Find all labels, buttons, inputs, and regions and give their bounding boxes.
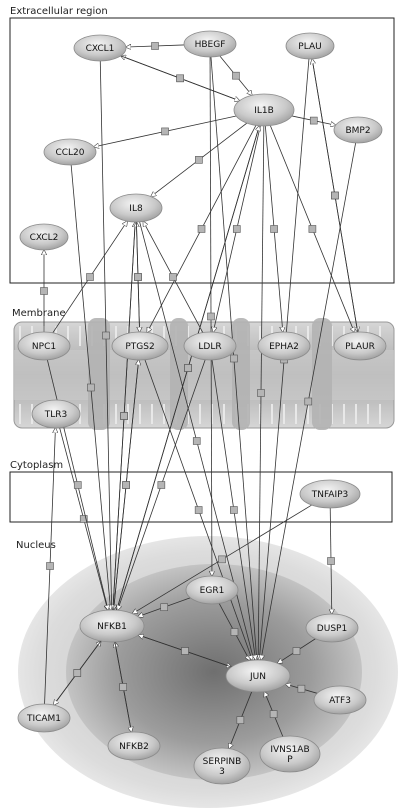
node-label: IL8 [129,204,143,214]
node-label: DUSP1 [317,624,347,634]
edge-midpoint-marker [158,481,165,488]
node-label: EGR1 [200,586,225,596]
edge-midpoint-marker [310,117,317,124]
edge-midpoint-marker [219,556,226,563]
edge-midpoint-marker [120,684,127,691]
node-cxcl1[interactable]: CXCL1 [74,35,126,61]
node-label: 3 [219,767,225,777]
node-bmp2[interactable]: BMP2 [334,117,382,143]
node-il1b[interactable]: IL1B [234,94,294,126]
node-ccl20[interactable]: CCL20 [44,139,96,165]
edge-midpoint-marker [230,506,237,513]
node-label: TLR3 [44,410,68,420]
node-label: BMP2 [345,126,370,136]
edge-midpoint-marker [170,274,177,281]
node-dusp1[interactable]: DUSP1 [306,614,358,642]
node-cxcl2[interactable]: CXCL2 [20,224,68,250]
node-label: HBEGF [195,40,226,50]
edge-midpoint-marker [232,72,239,79]
node-label: P [287,755,293,765]
edge-midpoint-marker [230,355,237,362]
node-label: CCL20 [55,148,84,158]
node-npc1[interactable]: NPC1 [18,332,70,360]
node-ldlr[interactable]: LDLR [184,332,236,360]
extracellular-region-label: Extracellular region [10,6,108,17]
membrane-label: Membrane [12,308,66,319]
node-label: IVNS1AB [270,745,309,755]
edge-midpoint-marker [185,364,192,371]
edge-midpoint-marker [74,670,81,677]
edge-midpoint-marker [123,482,130,489]
node-jun[interactable]: JUN [226,660,290,692]
node-ticam1[interactable]: TICAM1 [18,704,70,732]
edge-midpoint-marker [193,437,200,444]
node-label: TNFAIP3 [311,490,349,500]
node-nfkb2[interactable]: NFKB2 [108,732,160,760]
edge-midpoint-marker [121,412,128,419]
node-egr1[interactable]: EGR1 [186,576,238,604]
node-label: PLAUR [345,342,375,352]
node-label: PTGS2 [125,342,154,352]
edge-midpoint-marker [195,156,202,163]
node-plau[interactable]: PLAU [286,33,334,59]
edge-midpoint-marker [195,507,202,514]
node-ptgs2[interactable]: PTGS2 [112,332,168,360]
edge-midpoint-marker [47,562,54,569]
edge-midpoint-marker [135,273,142,280]
edge-midpoint-marker [298,685,305,692]
edge-midpoint-marker [293,648,300,655]
edge-midpoint-marker [270,711,277,718]
edge-midpoint-marker [87,274,94,281]
edge-midpoint-marker [87,384,94,391]
edge-midpoint-marker [231,628,238,635]
edge-midpoint-marker [207,313,214,320]
edge-midpoint-marker [328,558,335,565]
node-il8[interactable]: IL8 [110,194,162,222]
edge-midpoint-marker [162,128,169,135]
nucleus-label: Nucleus [16,540,56,551]
edge-midpoint-marker [198,225,205,232]
node-hbegf[interactable]: HBEGF [184,31,236,57]
node-tnfaip3[interactable]: TNFAIP3 [300,480,360,508]
edge-midpoint-marker [258,389,265,396]
node-label: IL1B [254,106,274,116]
node-label: JUN [249,672,266,682]
node-label: CXCL2 [30,233,59,243]
edge-midpoint-marker [152,43,159,50]
edge-midpoint-marker [74,481,81,488]
edge-midpoint-marker [161,604,168,611]
node-plaur[interactable]: PLAUR [334,332,386,360]
edge-midpoint-marker [177,75,184,82]
cytoplasm-label: Cytoplasm [10,460,63,471]
node-label: NFKB2 [119,742,149,752]
node-label: PLAU [298,42,321,52]
node-label: EPHA2 [269,342,299,352]
node-label: CXCL1 [86,44,115,54]
node-epha2[interactable]: EPHA2 [258,332,310,360]
node-label: NPC1 [32,342,56,352]
node-label: SERPINB [203,757,242,767]
node-label: NFKB1 [97,622,127,632]
edge-midpoint-marker [41,288,48,295]
edge-midpoint-marker [237,717,244,724]
edge-midpoint-marker [331,192,338,199]
edge-midpoint-marker [233,225,240,232]
node-nfkb1[interactable]: NFKB1 [80,610,144,642]
edge-midpoint-marker [182,648,189,655]
edge-midpoint-marker [305,398,312,405]
node-tlr3[interactable]: TLR3 [32,400,80,428]
edge-midpoint-marker [271,225,278,232]
node-label: TICAM1 [26,714,61,724]
node-label: ATF3 [329,696,351,706]
node-label: LDLR [198,342,221,352]
node-atf3[interactable]: ATF3 [314,686,366,714]
edge-midpoint-marker [102,332,109,339]
edge-midpoint-marker [309,225,316,232]
